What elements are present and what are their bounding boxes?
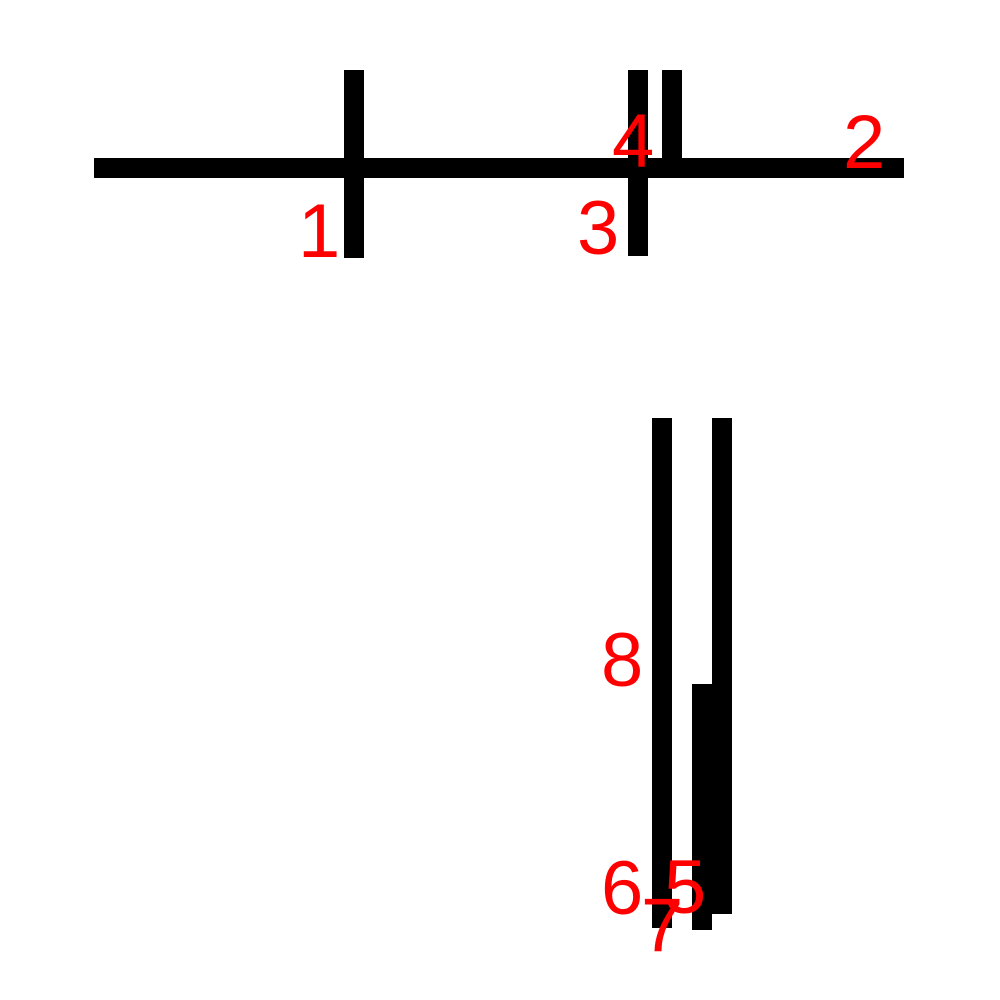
segment-vertical-3 [628,70,648,256]
segment-vertical-1 [344,70,364,258]
label-6: 6 [601,846,643,931]
label-3: 3 [577,186,619,271]
label-2: 2 [843,100,885,185]
label-1: 1 [298,189,340,274]
segment-horizontal-long [94,158,904,178]
label-8: 8 [601,618,643,703]
label-5: 5 [664,845,706,930]
segment-vertical-8 [652,418,672,928]
segment-vertical-5-fill [702,684,732,914]
label-7: 7 [641,883,683,968]
segment-vertical-4 [662,70,682,166]
label-4: 4 [612,99,654,184]
